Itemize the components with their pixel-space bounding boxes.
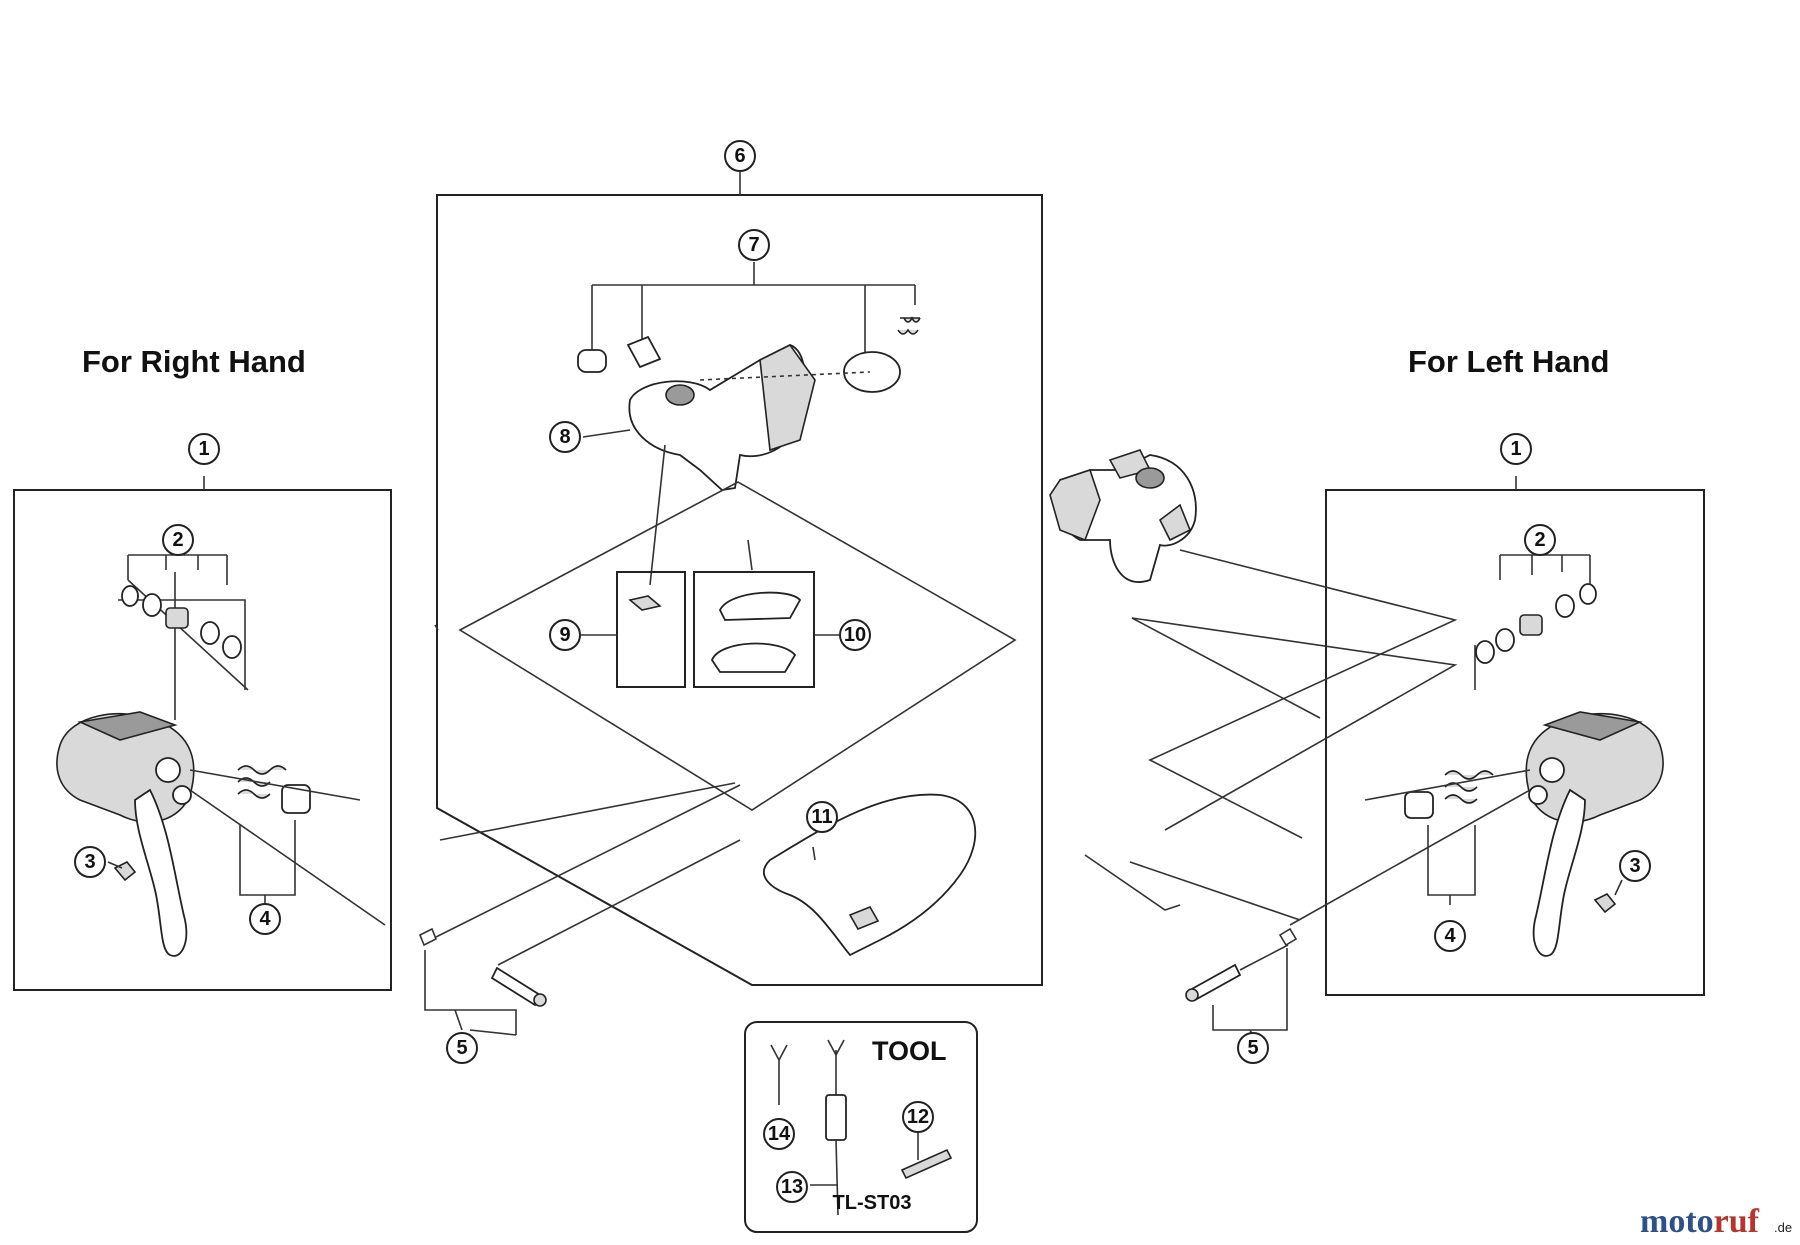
screwdriver-tip-icon	[827, 1039, 845, 1095]
svg-text:motoruf: motoruf	[1640, 1203, 1760, 1240]
svg-text:.de: .de	[1774, 1220, 1792, 1235]
svg-text:4: 4	[1444, 925, 1456, 947]
svg-text:1: 1	[1510, 438, 1521, 460]
svg-text:5: 5	[1247, 1037, 1258, 1059]
svg-text:10: 10	[844, 624, 866, 646]
svg-text:3: 3	[1629, 855, 1640, 877]
screwdriver-handle-icon	[825, 1094, 847, 1141]
callout-4-left: 4	[1434, 920, 1466, 952]
svg-text:9: 9	[559, 624, 570, 646]
left-assembly-frame	[1325, 489, 1705, 996]
left-hand-assembly	[1289, 476, 1705, 996]
part-10-frame	[693, 571, 815, 688]
callout-13: 13	[776, 1171, 808, 1203]
bolt-piece	[577, 349, 607, 373]
callout-11: 11	[806, 801, 838, 833]
washer-stack-left	[1475, 583, 1597, 664]
pin-set-left	[1185, 927, 1298, 1041]
callout-8: 8	[549, 421, 581, 453]
svg-text:14: 14	[768, 1123, 791, 1145]
svg-text:13: 13	[781, 1176, 803, 1198]
svg-text:4: 4	[259, 908, 271, 930]
center-assembly-frame	[436, 194, 1043, 986]
callout-5-right: 5	[446, 1032, 478, 1064]
tool-box-frame	[744, 1021, 978, 1233]
svg-text:6: 6	[734, 145, 745, 167]
callout-12: 12	[902, 1101, 934, 1133]
svg-text:8: 8	[559, 426, 570, 448]
svg-text:11: 11	[811, 806, 832, 828]
callout-7: 7	[738, 229, 770, 261]
right-hand-assembly	[13, 476, 392, 991]
bracket-body	[628, 343, 871, 491]
center-assembly	[434, 172, 1043, 986]
pin-set-right	[418, 784, 741, 1036]
tool-title: TOOL	[872, 1036, 947, 1066]
heading-right-hand: For Right Hand	[82, 344, 306, 379]
callout-10: 10	[839, 619, 871, 651]
right-assembly-frame	[13, 489, 392, 991]
svg-text:5: 5	[456, 1037, 467, 1059]
spring-left	[1404, 770, 1494, 819]
callout-3-left: 3	[1619, 850, 1651, 882]
svg-text:12: 12	[907, 1106, 929, 1128]
callout-1-right: 1	[188, 433, 220, 465]
pin-tool-icon	[900, 1148, 953, 1180]
callout-9: 9	[549, 619, 581, 651]
svg-text:2: 2	[172, 529, 183, 551]
tool-code-label: TL-ST03	[833, 1192, 912, 1214]
fork-tool-icon	[770, 1044, 788, 1105]
washer-stack-right	[118, 585, 246, 690]
svg-text:1: 1	[198, 438, 209, 460]
svg-text:3: 3	[84, 851, 95, 873]
left-lever-body	[1525, 711, 1664, 957]
watermark-logo: motoruf .de	[1640, 1203, 1792, 1240]
callout-2-right: 2	[162, 524, 194, 556]
callout-2-left: 2	[1524, 524, 1556, 556]
svg-text:7: 7	[748, 234, 759, 256]
callout-3-right: 3	[74, 846, 106, 878]
hood-cover	[763, 793, 977, 957]
callout-6: 6	[724, 140, 756, 172]
left-bracket-body	[1049, 449, 1197, 583]
callout-1-left: 1	[1500, 433, 1532, 465]
part-9-frame	[616, 571, 686, 688]
callout-4-right: 4	[249, 903, 281, 935]
callout-14: 14	[763, 1118, 795, 1150]
heading-left-hand: For Left Hand	[1408, 344, 1610, 379]
right-lever-body	[56, 711, 195, 957]
svg-text:2: 2	[1534, 529, 1545, 551]
callout-5-left: 5	[1237, 1032, 1269, 1064]
tool-box: TOOL TL-ST03	[744, 1021, 978, 1233]
